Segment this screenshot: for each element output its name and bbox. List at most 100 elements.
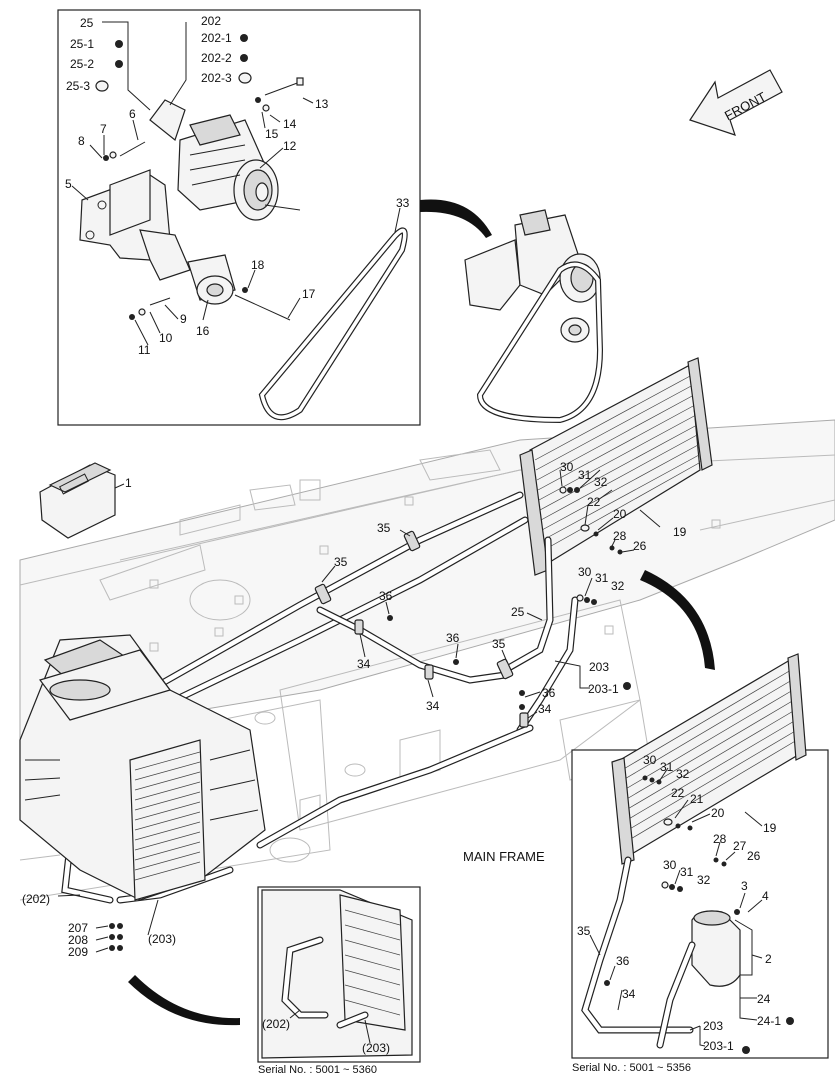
callout-12: 12 xyxy=(283,139,297,153)
callout-34c: 34 xyxy=(538,702,552,716)
callout-14: 14 xyxy=(283,117,297,131)
callout-6: 6 xyxy=(129,107,136,121)
callout-36c: 36 xyxy=(542,686,556,700)
arrow-inset-left-link xyxy=(128,975,240,1026)
callout-labels: 25 25-1 25-2 25-3 202 202-1 202-2 202-3 … xyxy=(22,14,781,1076)
inset-right-callout-19: 19 xyxy=(763,821,777,835)
callout-36b: 36 xyxy=(446,631,460,645)
callout-36a: 36 xyxy=(379,589,393,603)
compressor xyxy=(177,114,279,221)
inset-right-callout-26: 26 xyxy=(747,849,761,863)
compressor-assembled xyxy=(464,209,604,424)
callout-31a: 31 xyxy=(578,468,592,482)
inset-right-callout-27: 27 xyxy=(733,839,747,853)
inset-right-callout-28: 28 xyxy=(713,832,727,846)
callout-20a: 20 xyxy=(613,507,627,521)
callout-35b: 35 xyxy=(334,555,348,569)
callout-9: 9 xyxy=(180,312,187,326)
callout-5: 5 xyxy=(65,177,72,191)
callout-34b: 34 xyxy=(426,699,440,713)
inset-right-callout-2: 2 xyxy=(765,952,772,966)
hoses-main xyxy=(61,491,579,904)
callout-8: 8 xyxy=(78,134,85,148)
inset-right-callout-35: 35 xyxy=(577,924,591,938)
inset-right-callout-31b: 31 xyxy=(680,865,694,879)
hvac-unit xyxy=(19,634,266,901)
inset-right-callout-24: 24 xyxy=(757,992,771,1006)
arrow-condenser-link xyxy=(640,570,715,670)
callout-34a: 34 xyxy=(357,657,371,671)
inset-right-callout-21: 21 xyxy=(690,792,704,806)
inset-right-callout-36: 36 xyxy=(616,954,630,968)
callout-32b: 32 xyxy=(611,579,625,593)
inset-right-callout-34: 34 xyxy=(622,987,636,1001)
callout-25-2: 25-2 xyxy=(70,57,94,71)
callout-35a: 35 xyxy=(377,521,391,535)
callout-30a: 30 xyxy=(560,460,574,474)
inset-right-serial: Serial No. : 5001 ~ 5356 xyxy=(572,1062,691,1074)
callout-1: 1 xyxy=(125,476,132,490)
callout-22a: 22 xyxy=(587,495,601,509)
inset-left-callout-202: (202) xyxy=(262,1017,290,1031)
callout-31b: 31 xyxy=(595,571,609,585)
callout-25: 25 xyxy=(80,16,94,30)
front-arrow: FRONT xyxy=(689,69,783,136)
callout-7: 7 xyxy=(100,122,107,136)
callout-203-paren: (203) xyxy=(148,932,176,946)
inset-left-serial: Serial No. : 5001 ~ 5360 xyxy=(258,1064,377,1076)
callout-11: 11 xyxy=(138,343,151,357)
callout-33: 33 xyxy=(396,196,410,210)
fitting-icons xyxy=(95,34,252,92)
inset-right-callout-203-1: 203-1 xyxy=(703,1039,734,1053)
leader-lines-main xyxy=(57,469,763,1047)
callout-208: 208 xyxy=(68,933,88,947)
callout-10: 10 xyxy=(159,331,173,345)
inset-right-callout-203: 203 xyxy=(703,1019,723,1033)
idler-pulley-16 xyxy=(187,254,236,305)
inset-right-callout-32b: 32 xyxy=(697,873,711,887)
callout-28a: 28 xyxy=(613,529,627,543)
inset-right-callout-20: 20 xyxy=(711,806,725,820)
bolts-and-washers xyxy=(103,77,304,321)
inset-left-drawing xyxy=(261,889,413,1059)
inset-right-callout-31a: 31 xyxy=(660,760,674,774)
belt-33 xyxy=(258,227,408,421)
inset-right-callout-3: 3 xyxy=(741,879,748,893)
callout-203a: 203 xyxy=(589,660,609,674)
inset-right-callout-4: 4 xyxy=(762,889,769,903)
callout-202-2: 202-2 xyxy=(201,51,232,65)
control-panel-1 xyxy=(39,462,125,539)
main-frame-label: MAIN FRAME xyxy=(463,849,545,864)
inset-right-callout-22: 22 xyxy=(671,786,685,800)
inset-right-drawing xyxy=(581,653,807,1049)
callout-202: 202 xyxy=(201,14,221,28)
washer-stacks xyxy=(109,486,794,1054)
inset-right-callout-24-1: 24-1 xyxy=(757,1014,781,1028)
inset-right-callout-30b: 30 xyxy=(663,858,677,872)
inset-left-callout-203: (203) xyxy=(362,1041,390,1055)
arrow-compressor-link xyxy=(420,199,492,238)
callout-30b: 30 xyxy=(578,565,592,579)
callout-203-1a: 203-1 xyxy=(588,682,619,696)
inset-right-callout-32a: 32 xyxy=(676,767,690,781)
callout-15: 15 xyxy=(265,127,279,141)
compressor-bracket xyxy=(79,99,191,281)
callout-202-3: 202-3 xyxy=(201,71,232,85)
callout-17: 17 xyxy=(302,287,316,301)
callout-209: 209 xyxy=(68,945,88,959)
callout-32a: 32 xyxy=(594,475,608,489)
callout-202-paren: (202) xyxy=(22,892,50,906)
callout-25-1: 25-1 xyxy=(70,37,94,51)
callout-202-1: 202-1 xyxy=(201,31,232,45)
callout-25b: 25 xyxy=(511,605,525,619)
inset-right-callout-30a: 30 xyxy=(643,753,657,767)
callout-26a: 26 xyxy=(633,539,647,553)
callout-18: 18 xyxy=(251,258,265,272)
callout-19: 19 xyxy=(673,525,687,539)
callout-16: 16 xyxy=(196,324,210,338)
condenser-main xyxy=(519,357,713,576)
callout-25-3: 25-3 xyxy=(66,79,90,93)
callout-35c: 35 xyxy=(492,637,506,651)
callout-207: 207 xyxy=(68,921,88,935)
